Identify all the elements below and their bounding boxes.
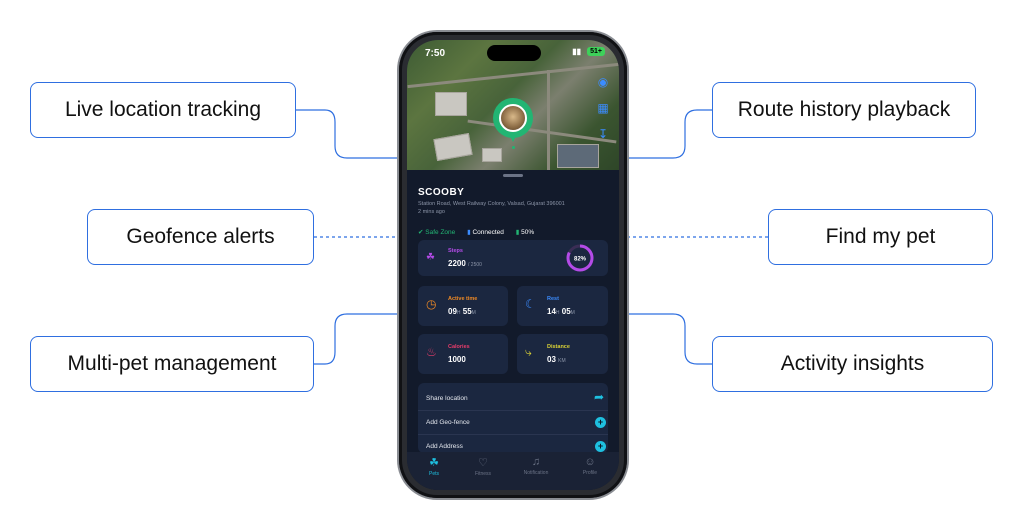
add-geofence-label: Add Geo-fence	[426, 419, 470, 426]
map-view[interactable]: ◉ ▦ ↧	[407, 40, 619, 170]
distance-label: Distance	[547, 344, 570, 350]
steps-progress-arc	[566, 244, 594, 272]
device-status-row: ✔ Safe Zone ▮ Connected ▮ 50%	[418, 228, 534, 236]
nav-notification[interactable]: ♫ Notification	[515, 456, 557, 476]
phone-frame: ◉ ▦ ↧ 7:50 ▮▮ 51+ SCOOBY Station Road, W…	[399, 32, 627, 498]
active-time-card[interactable]: ◷ Active time 09H 55M	[418, 286, 508, 326]
callout-activity: Activity insights	[712, 336, 993, 392]
active-time-label: Active time	[448, 296, 478, 302]
steps-percent: 82%	[574, 257, 587, 263]
paw-icon: ☘	[429, 457, 439, 469]
clock-icon: ◷	[426, 297, 437, 311]
add-address-label: Add Address	[426, 443, 463, 450]
check-icon: ✔	[418, 229, 424, 236]
add-geofence-item[interactable]: Add Geo-fence +	[418, 412, 608, 435]
nav-pets[interactable]: ☘ Pets	[413, 456, 455, 477]
callout-find-pet: Find my pet	[768, 209, 993, 265]
plus-icon: +	[595, 417, 606, 428]
callout-multi-pet: Multi-pet management	[30, 336, 314, 392]
nav-fitness-label: Fitness	[474, 471, 492, 477]
signal-bars-icon: ▮	[467, 229, 471, 236]
action-list	[418, 383, 608, 453]
heart-pulse-icon: ♡	[478, 457, 488, 469]
location-person-icon[interactable]: ◉	[597, 75, 609, 89]
map-building	[482, 148, 502, 162]
map-road	[547, 70, 550, 170]
nav-pets-label: Pets	[428, 471, 439, 477]
nav-fitness[interactable]: ♡ Fitness	[462, 456, 504, 477]
callout-route-history: Route history playback	[712, 82, 976, 138]
distance-card[interactable]: ⤷ Distance 03 KM	[517, 334, 608, 374]
sheet-handle[interactable]	[503, 174, 523, 177]
nav-profile[interactable]: ☺ Profile	[569, 456, 611, 476]
callout-live-location: Live location tracking	[30, 82, 296, 138]
signal-icon: ▮▮	[572, 47, 581, 56]
share-arrow-icon: ➦	[593, 390, 604, 404]
map-building	[557, 144, 599, 168]
steps-label: Steps	[448, 248, 463, 254]
last-updated: 2 mins ago	[418, 209, 445, 215]
download-icon[interactable]: ↧	[597, 127, 609, 141]
device-battery: 50%	[521, 229, 535, 236]
rest-card[interactable]: ☾ Rest 14H 05M	[517, 286, 608, 326]
pet-name: SCOOBY	[418, 187, 465, 198]
pet-address: Station Road, West Railway Colony, Valsa…	[418, 201, 565, 207]
status-bar: 7:50 ▮▮ 51+	[407, 40, 619, 66]
rest-value: 14H 05M	[547, 307, 575, 316]
battery-indicator: 51+	[587, 47, 605, 56]
moon-icon: ☾	[525, 297, 536, 311]
pin-dot	[512, 146, 515, 149]
active-time-value: 09H 55M	[448, 307, 476, 316]
zone-status: Safe Zone	[425, 229, 456, 236]
bell-icon: ♫	[531, 456, 541, 468]
connection-status: Connected	[472, 229, 504, 236]
steps-card[interactable]: ☘ Steps 2200 / 2500 82%	[418, 240, 608, 276]
phone-screen: ◉ ▦ ↧ 7:50 ▮▮ 51+ SCOOBY Station Road, W…	[407, 40, 619, 490]
steps-progress-ring: 82%	[566, 244, 594, 272]
add-address-item[interactable]: Add Address +	[418, 436, 608, 458]
map-layers-icon[interactable]: ▦	[597, 101, 609, 115]
steps-value: 2200 / 2500	[448, 259, 482, 268]
pin-tail	[509, 134, 517, 142]
paw-icon: ☘	[426, 252, 435, 263]
plus-icon: +	[595, 441, 606, 452]
calories-value: 1000	[448, 355, 466, 364]
rest-label: Rest	[547, 296, 559, 302]
distance-value: 03 KM	[547, 355, 566, 364]
calories-card[interactable]: ♨ Calories 1000	[418, 334, 508, 374]
callout-geofence: Geofence alerts	[87, 209, 314, 265]
pet-location-pin[interactable]	[493, 98, 533, 149]
status-time: 7:50	[425, 48, 446, 59]
calories-label: Calories	[448, 344, 470, 350]
nav-profile-label: Profile	[582, 470, 598, 476]
battery-icon: ▮	[515, 229, 520, 236]
map-building	[433, 133, 473, 161]
user-icon: ☺	[584, 456, 596, 468]
flame-icon: ♨	[426, 345, 437, 359]
pet-avatar	[499, 104, 527, 132]
dynamic-island	[487, 45, 541, 61]
share-location-item[interactable]: Share location ➦	[418, 388, 608, 411]
nav-notification-label: Notification	[523, 470, 549, 476]
share-location-label: Share location	[426, 395, 468, 402]
map-road	[407, 62, 619, 89]
bottom-nav: ☘ Pets ♡ Fitness ♫ Notification ☺ Profile	[407, 452, 619, 490]
map-building	[435, 92, 467, 116]
route-icon: ⤷	[525, 345, 532, 359]
